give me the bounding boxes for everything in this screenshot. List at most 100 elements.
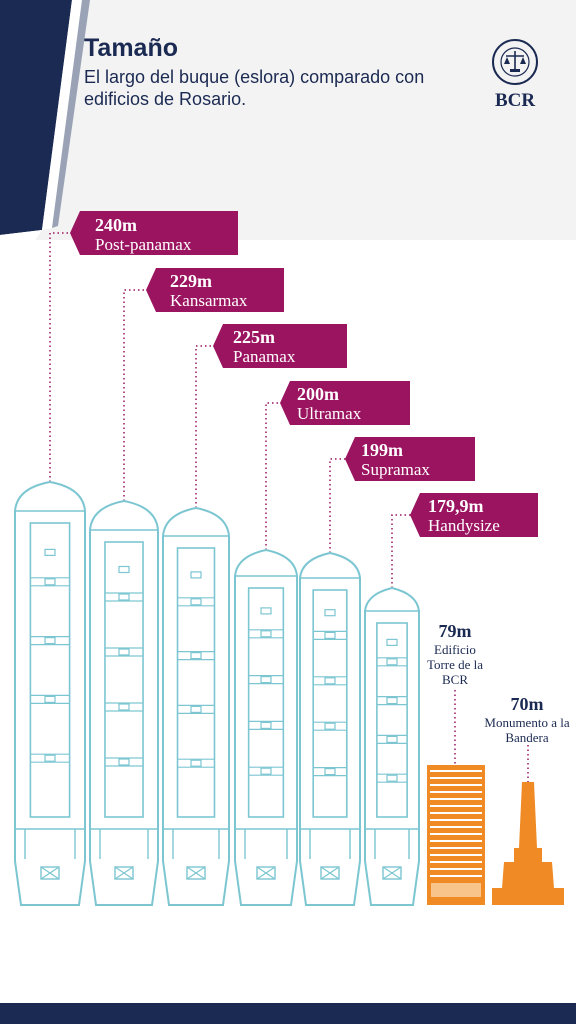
- ship-bridge-cross: [382, 866, 402, 880]
- ship-class: Panamax: [233, 347, 296, 366]
- ship-label-tags: [70, 211, 538, 537]
- ship-hatch-cover: [118, 758, 130, 766]
- ship-class: Supramax: [361, 460, 430, 479]
- ship-bridge-cross: [186, 866, 206, 880]
- footer-bar: [0, 1003, 576, 1024]
- ship-hatch-cover: [118, 648, 130, 656]
- header-stripe-tail: [0, 230, 42, 250]
- ship-hatch-cover: [190, 705, 202, 714]
- ship-class: Kansarmax: [170, 291, 248, 310]
- ship-post-panamax: [14, 480, 86, 906]
- leader-line: [49, 232, 78, 482]
- ship-hull: [234, 548, 298, 906]
- ship-hatch-cover: [324, 767, 336, 776]
- ship-hatch-cover: [324, 609, 336, 617]
- header-stripe-white: [42, 0, 82, 230]
- ship-label-supramax: 199m Supramax: [361, 440, 430, 480]
- ship-bridge-cross: [320, 866, 340, 880]
- ship-hatch-cover: [260, 721, 272, 730]
- ship-label-panamax: 225m Panamax: [233, 327, 295, 367]
- ship-bridge: [186, 866, 206, 880]
- ship-bridge: [382, 866, 402, 880]
- ship-hull: [299, 551, 361, 906]
- ship-hatch-cover: [44, 578, 56, 586]
- ship-bridge-cross: [40, 866, 60, 880]
- ship-tag: [345, 437, 475, 481]
- leader-line: [265, 402, 288, 550]
- ship-bridge: [256, 866, 276, 880]
- ship-hatch-cover: [190, 759, 202, 767]
- ship-hatch-cover: [324, 722, 336, 730]
- ship-hatch-cover: [190, 571, 202, 579]
- ship-length: 199m: [361, 440, 403, 460]
- ship-hatch-cover: [386, 638, 398, 647]
- building-shapes: [427, 765, 564, 905]
- bcr-logo: BCR: [486, 38, 544, 118]
- header-background: [0, 0, 576, 240]
- header-stripe-gray: [52, 0, 90, 228]
- ship-hold-frame: [376, 622, 408, 818]
- page-subtitle: El largo del buque (eslora) comparado co…: [84, 67, 425, 109]
- ship-hull: [364, 586, 420, 906]
- ship-class: Ultramax: [297, 404, 362, 423]
- ship-class: Post-panamax: [95, 235, 192, 254]
- ship-hatch-cover: [260, 630, 272, 638]
- ship-supramax: [299, 551, 361, 906]
- building-label-monumento: 70m Monumento a la Bandera: [484, 693, 570, 745]
- ship-hatch-cover: [386, 658, 398, 666]
- header-stripe-navy: [0, 0, 72, 235]
- page-title: Tamaño: [84, 34, 178, 62]
- ship-bridge-cross: [256, 866, 276, 880]
- ship-tag: [70, 211, 238, 255]
- ship-hold-frame: [104, 541, 144, 818]
- ship-hold-frame: [29, 522, 71, 818]
- ship-outlines: [14, 480, 420, 906]
- ship-label-post-panamax: 240m Post-panamax: [95, 215, 191, 255]
- ship-hatch-cover: [260, 675, 272, 684]
- ship-hatch-cover: [118, 565, 130, 574]
- ship-hull: [89, 499, 159, 906]
- ship-hatch-cover: [260, 607, 272, 615]
- ship-hatch-cover: [324, 677, 336, 685]
- building-label-torre-bcr: 79m Edificio Torre de la BCR: [420, 620, 490, 687]
- ship-hatch-cover: [324, 631, 336, 640]
- ship-hull: [162, 506, 230, 906]
- ship-tag: [146, 268, 284, 312]
- ship-panamax: [162, 506, 230, 906]
- ship-hatch-cover: [44, 636, 56, 645]
- ship-bridge-cross: [114, 866, 134, 880]
- ship-hatch-cover: [386, 774, 398, 782]
- ship-length: 200m: [297, 384, 339, 404]
- leader-line: [391, 514, 418, 588]
- ship-hatch-cover: [44, 754, 56, 762]
- bcr-seal-icon: [492, 39, 538, 85]
- ship-ultramax: [234, 548, 298, 906]
- leader-line: [123, 289, 154, 501]
- ship-class: Handysize: [428, 516, 500, 535]
- ship-bridge: [320, 866, 340, 880]
- ship-length: 179,9m: [428, 496, 484, 516]
- ship-hatch-cover: [386, 735, 398, 744]
- leader-line: [195, 345, 221, 508]
- ship-handysize: [364, 586, 420, 906]
- building-name: Monumento a la Bandera: [484, 715, 570, 745]
- ship-hold-frame: [176, 547, 216, 818]
- ship-tag: [410, 493, 538, 537]
- ship-hold-frame: [247, 587, 285, 818]
- building-base: [431, 883, 481, 897]
- ship-hatch-cover: [118, 703, 130, 711]
- ship-tag: [280, 381, 410, 425]
- ship-bridge: [114, 866, 134, 880]
- ship-hold-frame: [312, 589, 348, 818]
- building-length: 79m: [438, 621, 472, 641]
- ship-kansarmax: [89, 499, 159, 906]
- ship-hatch-cover: [190, 598, 202, 606]
- bcr-logo-text: BCR: [494, 90, 536, 111]
- ship-hatch-cover: [44, 695, 56, 704]
- ship-tag: [213, 324, 347, 368]
- ship-bridge: [40, 866, 60, 880]
- monumento-bandera-building: [492, 782, 564, 905]
- leader-line: [329, 458, 353, 553]
- ship-label-ultramax: 200m Ultramax: [297, 384, 361, 424]
